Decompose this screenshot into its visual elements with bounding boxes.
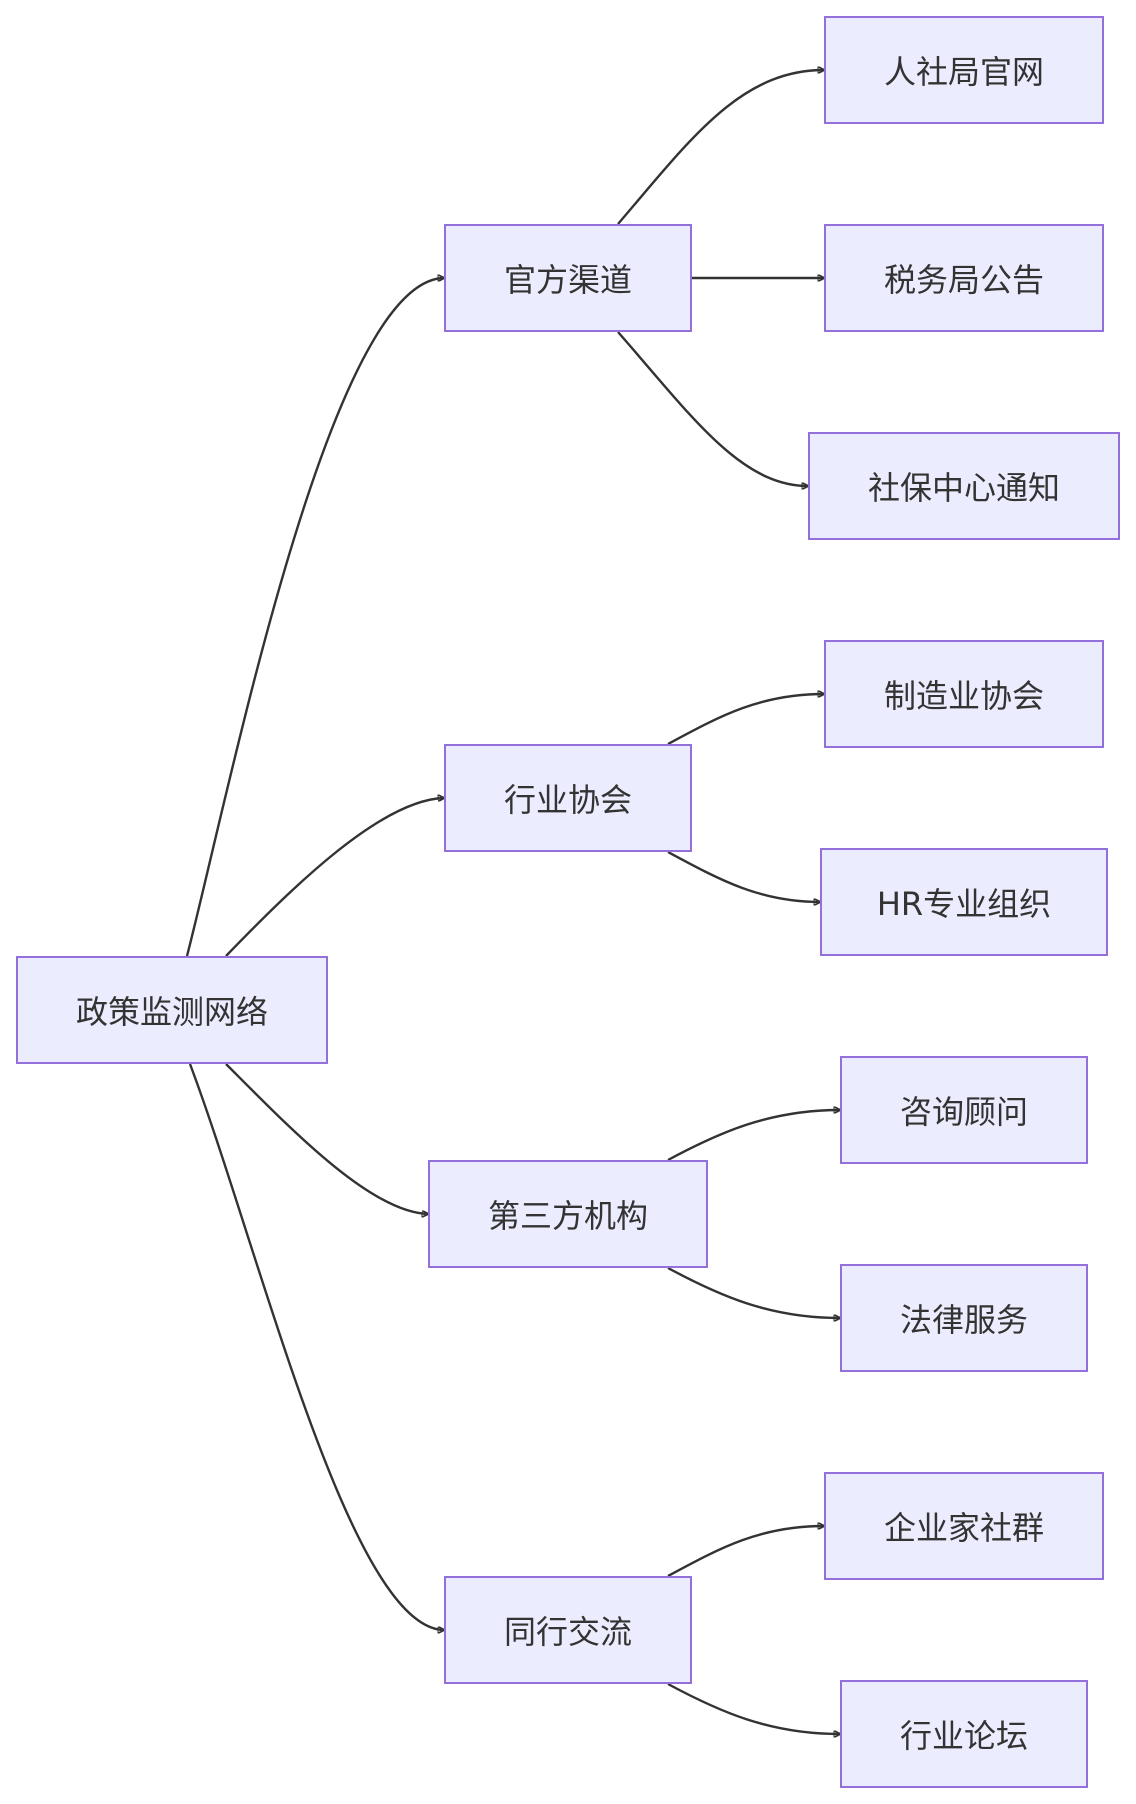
edge-root-industry: [225, 798, 444, 957]
node-official: 官方渠道: [444, 224, 692, 332]
node-mfg: 制造业协会: [824, 640, 1104, 748]
edge-peer-forum: [667, 1682, 840, 1734]
edge-root-official: [185, 278, 444, 957]
edge-root-peer: [188, 1063, 444, 1630]
edge-root-third: [225, 1063, 428, 1214]
edge-peer-entre: [667, 1526, 824, 1578]
edge-industry-mfg: [667, 694, 824, 746]
node-forum: 行业论坛: [840, 1680, 1088, 1788]
edge-official-social: [617, 331, 808, 486]
node-industry: 行业协会: [444, 744, 692, 852]
edge-third-consult: [667, 1110, 840, 1162]
node-consult: 咨询顾问: [840, 1056, 1088, 1164]
node-hrss: 人社局官网: [824, 16, 1104, 124]
edge-third-legal: [667, 1266, 840, 1318]
node-peer: 同行交流: [444, 1576, 692, 1684]
edge-official-hrss: [617, 70, 824, 225]
node-root: 政策监测网络: [16, 956, 328, 1064]
node-legal: 法律服务: [840, 1264, 1088, 1372]
node-social: 社保中心通知: [808, 432, 1120, 540]
node-third: 第三方机构: [428, 1160, 708, 1268]
node-hrorg: HR专业组织: [820, 848, 1108, 956]
edge-industry-hrorg: [667, 850, 820, 902]
node-tax: 税务局公告: [824, 224, 1104, 332]
node-entre: 企业家社群: [824, 1472, 1104, 1580]
